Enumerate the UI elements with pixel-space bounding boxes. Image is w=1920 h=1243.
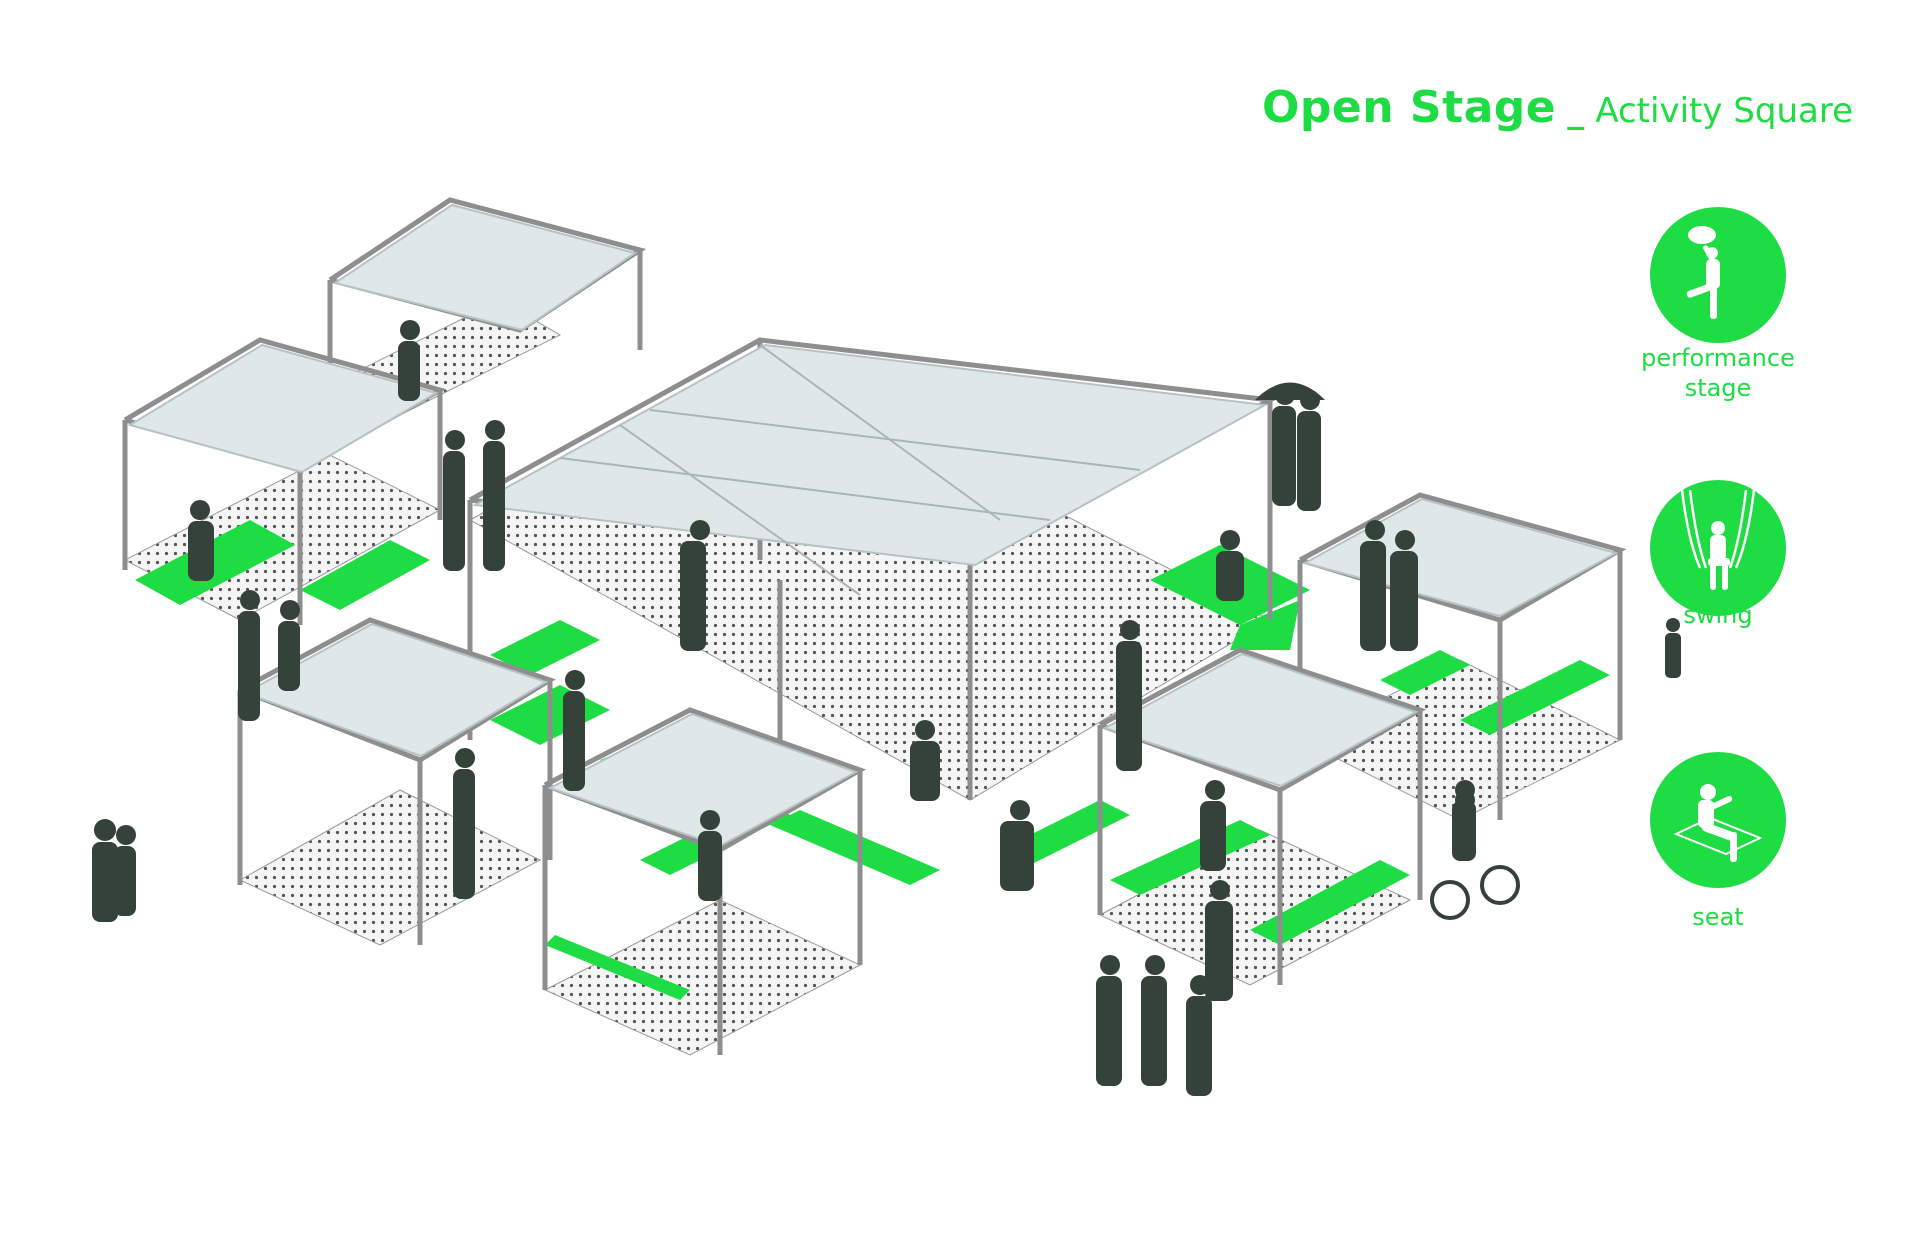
floor-front-left-module [238,789,542,946]
person [1000,800,1034,891]
swing-icon [1650,480,1786,616]
bench [1250,860,1410,945]
bench [545,935,690,1000]
person [563,670,585,791]
person [453,748,475,899]
fabric-canopies [127,203,1619,848]
legend-swing: swing [1650,480,1786,630]
person [1216,530,1244,601]
floor-front-module [543,899,862,1056]
person [483,420,505,571]
canopy-back [332,203,638,332]
bench [1110,820,1270,895]
legend-label-performance-stage: performance stage [1641,344,1795,402]
person [1141,955,1167,1086]
title-subtitle: Activity Square [1595,91,1853,131]
person [443,430,465,571]
person [1200,780,1226,871]
person [1272,385,1296,506]
person [1186,975,1212,1096]
person [1297,390,1321,511]
performance-stage-icon [1650,207,1786,343]
person [398,320,420,401]
canopy-front [547,712,859,848]
canopy-left [127,343,439,474]
canopy-right-front [1102,652,1419,788]
bench [770,810,940,885]
person [238,590,260,721]
person [1116,620,1142,771]
person [188,500,214,581]
person [1390,530,1418,651]
person [698,810,722,901]
people-silhouettes [92,320,1681,1096]
diagram-title: Open Stage _ Activity Square [1262,82,1853,133]
canopy-right-back [1302,497,1619,618]
title-main: Open Stage [1262,82,1557,133]
seat-icon [1650,752,1786,888]
person [1096,955,1122,1086]
child-on-scooter [1665,618,1681,678]
bench [300,540,430,610]
legend-performance-stage: performance stage [1641,207,1795,403]
canopy-central [471,343,1269,567]
person [278,600,300,691]
person [1360,520,1386,651]
person [92,819,118,922]
bench [135,520,295,605]
person [114,825,136,916]
person [1205,880,1233,1001]
bench [1380,650,1470,695]
person-cyclist [1430,790,1520,920]
person [680,520,710,651]
title-separator: _ [1567,91,1585,131]
legend-seat: seat [1650,752,1786,932]
umbrella [1255,382,1325,400]
person [910,720,940,801]
canopy-folds [559,344,1141,596]
bench [1230,600,1300,650]
bench [490,620,600,675]
legend-label-seat: seat [1692,903,1744,931]
canopy-front-left [242,622,549,758]
